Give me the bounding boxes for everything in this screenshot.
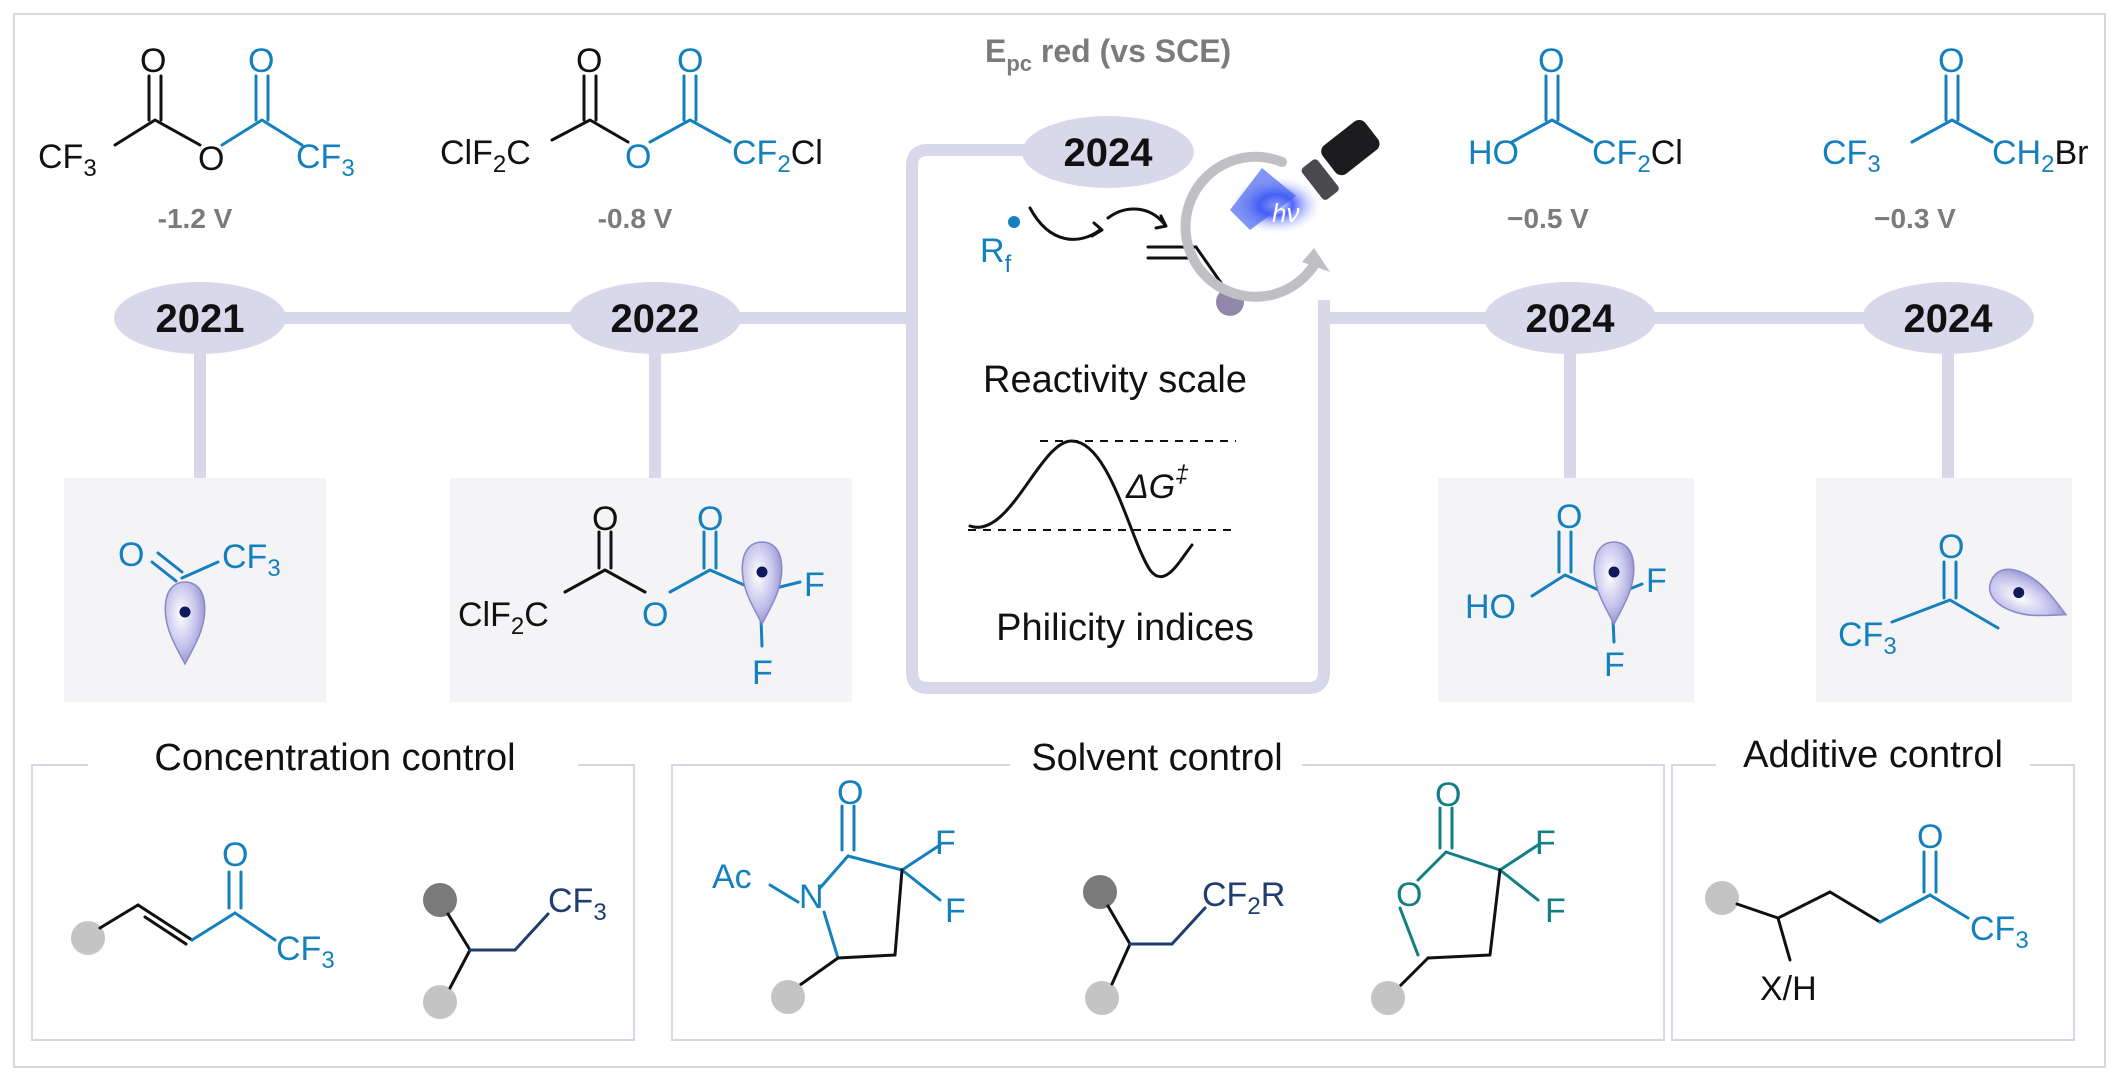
additive-control-section: Additive control bbox=[1671, 734, 2075, 1041]
concentration-control-label: Concentration control bbox=[154, 737, 515, 779]
outer-frame bbox=[13, 13, 2106, 1068]
product-difluoro-lactone: O O F F bbox=[1371, 776, 1566, 1015]
year-2024-a: 2024 bbox=[1484, 282, 1656, 354]
attack-arrow bbox=[1028, 206, 1102, 241]
svg-text:N: N bbox=[799, 878, 824, 916]
svg-text:F: F bbox=[1604, 646, 1625, 684]
reagent-cdfa: O HO CF2Cl bbox=[1468, 42, 1683, 178]
svg-text:O: O bbox=[837, 774, 863, 812]
svg-text:O: O bbox=[642, 596, 668, 634]
svg-text:F: F bbox=[935, 824, 956, 862]
year-2021: 2021 bbox=[114, 282, 286, 354]
svg-text:F: F bbox=[1535, 824, 1556, 862]
svg-text:F: F bbox=[1545, 892, 1566, 930]
svg-text:O: O bbox=[677, 42, 703, 80]
radical-dot bbox=[1008, 216, 1020, 228]
svg-text:CF2Cl: CF2Cl bbox=[1592, 134, 1683, 178]
svg-text:2024: 2024 bbox=[1064, 131, 1154, 175]
svg-text:ClF2C: ClF2C bbox=[440, 134, 531, 178]
svg-text:Rf: Rf bbox=[980, 232, 1012, 278]
light-irradiation-icon: hν bbox=[1180, 119, 1380, 302]
svg-text:F: F bbox=[945, 892, 966, 930]
title-epc: Epc red (vs SCE) bbox=[985, 33, 1231, 76]
product-trifluoromethyl-enone: O CF3 bbox=[71, 836, 335, 974]
svg-text:O: O bbox=[1938, 42, 1964, 80]
product-trifluoromethyl-ketone: O CF3 X/H bbox=[1705, 818, 2029, 1008]
svg-text:F: F bbox=[752, 654, 773, 692]
svg-text:F: F bbox=[804, 566, 825, 604]
potential-3: −0.5 V bbox=[1507, 203, 1589, 234]
product-difluoro-lactam: Ac N O F F bbox=[712, 774, 966, 1014]
svg-text:CF2Cl: CF2Cl bbox=[732, 134, 823, 178]
svg-text:O: O bbox=[140, 42, 166, 80]
svg-text:O: O bbox=[697, 500, 723, 538]
svg-text:O: O bbox=[1396, 876, 1422, 914]
svg-text:CF3: CF3 bbox=[276, 930, 335, 974]
svg-text:O: O bbox=[118, 536, 144, 574]
svg-text:HO: HO bbox=[1468, 134, 1519, 172]
solvent-control-label: Solvent control bbox=[1031, 737, 1282, 779]
svg-text:2022: 2022 bbox=[611, 297, 700, 341]
svg-text:CF3: CF3 bbox=[296, 138, 355, 182]
svg-text:O: O bbox=[222, 836, 248, 874]
svg-text:O: O bbox=[1435, 776, 1461, 814]
year-2024-b: 2024 bbox=[1862, 282, 2034, 354]
svg-text:O: O bbox=[1556, 498, 1582, 536]
additive-control-label: Additive control bbox=[1743, 734, 2003, 776]
product-difluoroalkyl: CF2R bbox=[1083, 875, 1285, 1015]
reactivity-scale-label: Reactivity scale bbox=[983, 359, 1247, 401]
svg-text:O: O bbox=[248, 42, 274, 80]
svg-text:O: O bbox=[592, 500, 618, 538]
svg-text:CF3: CF3 bbox=[1838, 616, 1897, 660]
potential-1: -1.2 V bbox=[158, 203, 233, 234]
product-trifluoromethyl-alkane: CF3 bbox=[423, 882, 607, 1019]
svg-text:2024: 2024 bbox=[1526, 297, 1616, 341]
year-2022: 2022 bbox=[569, 282, 741, 354]
svg-text:CF3: CF3 bbox=[1822, 134, 1881, 178]
svg-text:ClF2C: ClF2C bbox=[458, 596, 549, 640]
svg-text:2021: 2021 bbox=[156, 297, 245, 341]
reagent-cdfaa: O O O ClF2C CF2Cl bbox=[440, 42, 823, 178]
radical-carboxydifluoromethyl: O HO F F bbox=[1465, 498, 1667, 684]
svg-text:2024: 2024 bbox=[1904, 297, 1994, 341]
svg-text:O: O bbox=[1917, 818, 1943, 856]
radical-chlorodifluoroacetoxy-difluoromethyl: O O O ClF2C F F bbox=[458, 500, 825, 692]
reagent-bromotrifluoroacetone: O CF3 CH2Br bbox=[1822, 42, 2088, 178]
svg-text:O: O bbox=[198, 140, 224, 178]
radical-box-3 bbox=[1438, 478, 1694, 702]
solvent-control-section: Solvent control bbox=[671, 737, 1665, 1041]
svg-text:CF3: CF3 bbox=[1970, 910, 2029, 954]
svg-text:CF3: CF3 bbox=[548, 882, 607, 926]
svg-text:O: O bbox=[1538, 42, 1564, 80]
svg-text:CH2Br: CH2Br bbox=[1992, 134, 2088, 178]
svg-text:O: O bbox=[1938, 528, 1964, 566]
hv-label: hν bbox=[1272, 198, 1299, 228]
concentration-control-section: Concentration control bbox=[31, 737, 635, 1041]
svg-text:F: F bbox=[1646, 562, 1667, 600]
radical-trifluoroacetonyl: O CF3 bbox=[1838, 528, 2075, 660]
radical-trifluoroacetyl: O CF3 bbox=[118, 536, 281, 665]
svg-text:X/H: X/H bbox=[1760, 970, 1817, 1008]
potential-4: −0.3 V bbox=[1874, 203, 1956, 234]
svg-text:O: O bbox=[576, 42, 602, 80]
svg-text:Ac: Ac bbox=[712, 858, 752, 896]
center-panel-frame bbox=[906, 144, 1330, 694]
delta-g-label: ΔG‡ bbox=[1125, 461, 1189, 506]
svg-text:CF2R: CF2R bbox=[1202, 876, 1285, 920]
potential-2: -0.8 V bbox=[598, 203, 673, 234]
svg-text:CF3: CF3 bbox=[222, 538, 281, 582]
center-panel: Rf Reactivity scale ΔG‡ Philicity indice… bbox=[968, 206, 1254, 649]
reagent-tfaa: O O O CF3 CF3 bbox=[38, 42, 355, 182]
year-2024-center: 2024 bbox=[1022, 116, 1194, 188]
radical-box-2 bbox=[450, 478, 852, 702]
philicity-indices-label: Philicity indices bbox=[996, 607, 1254, 649]
svg-text:HO: HO bbox=[1465, 588, 1516, 626]
svg-text:CF3: CF3 bbox=[38, 138, 97, 182]
energy-curve bbox=[968, 439, 1194, 579]
svg-text:O: O bbox=[625, 138, 651, 176]
